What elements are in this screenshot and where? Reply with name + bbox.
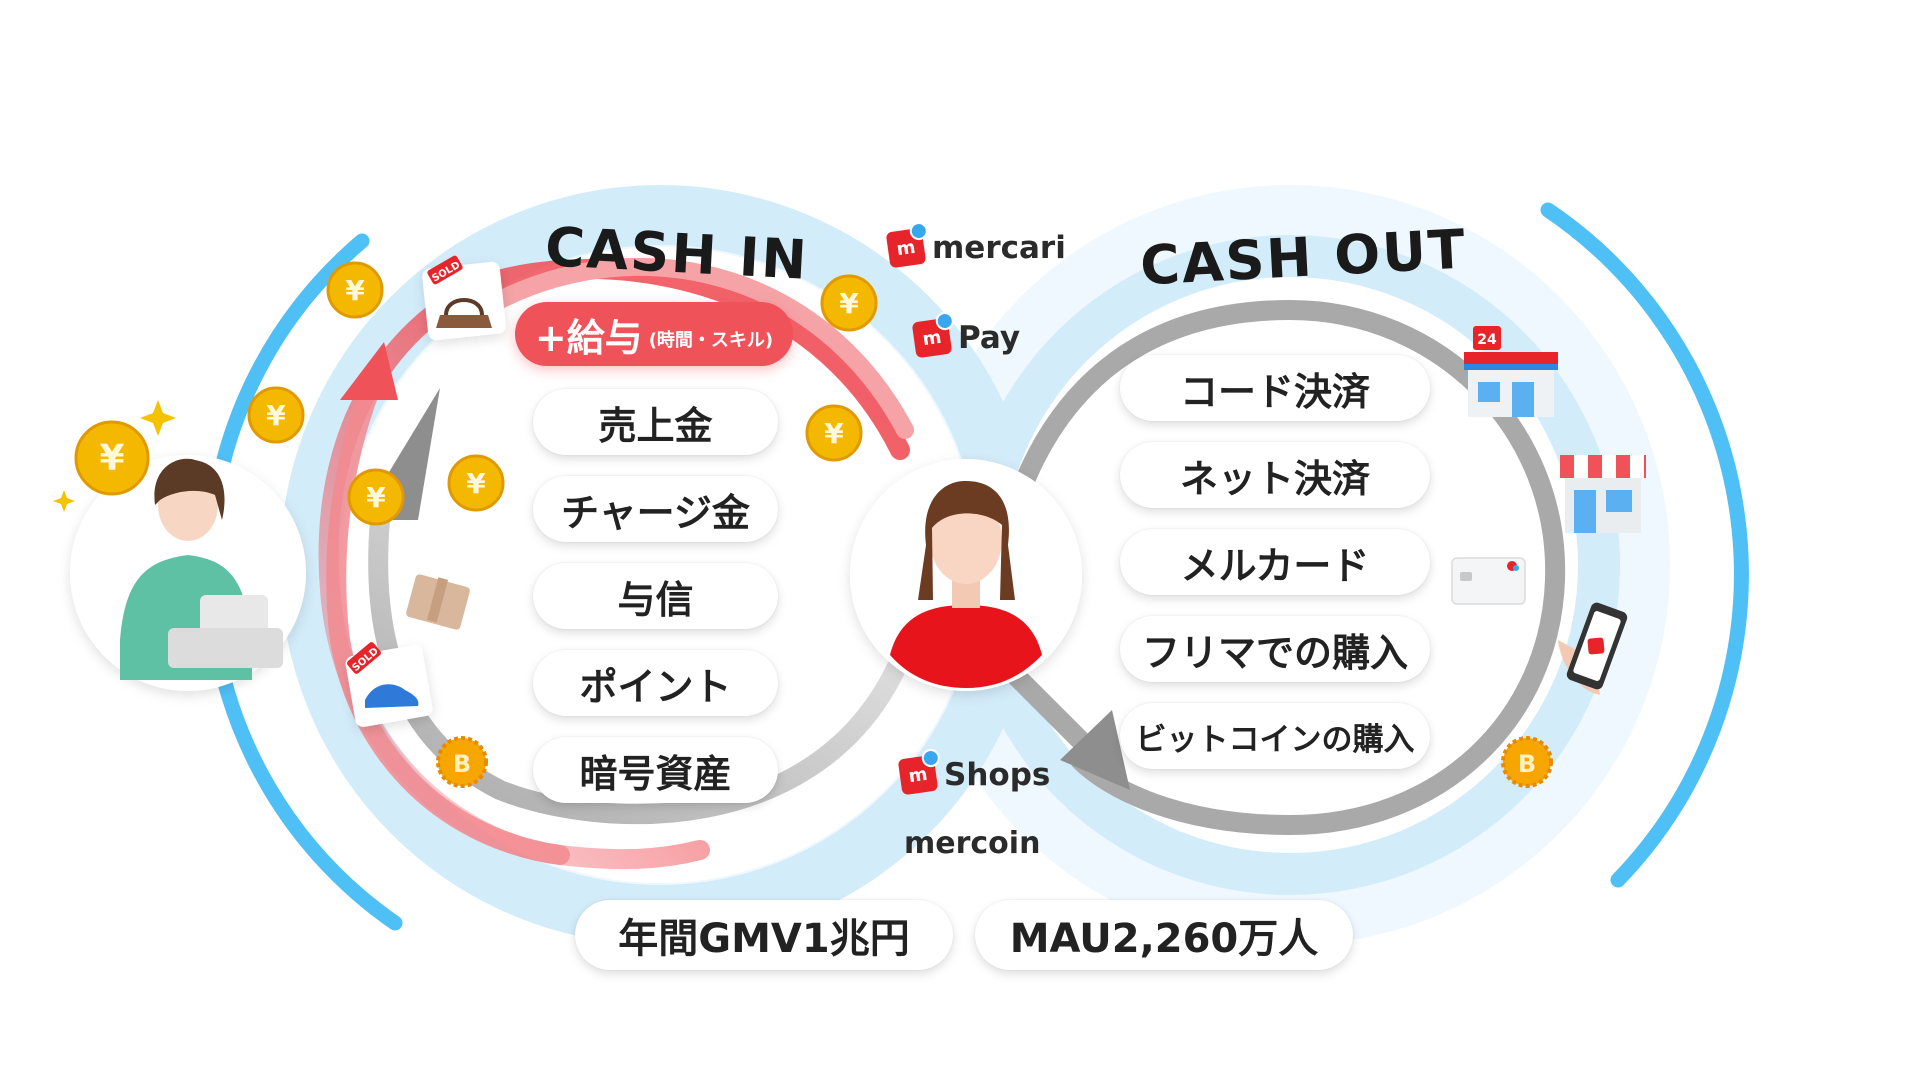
sparkle-icon bbox=[140, 400, 176, 436]
mercari-logo-icon: m bbox=[885, 227, 927, 269]
cash-out-item-code-payment: コード決済 bbox=[1120, 355, 1430, 421]
svg-text:¥: ¥ bbox=[366, 481, 386, 514]
cash-out-gray-loop bbox=[990, 299, 1566, 836]
salary-sublabel: (時間・スキル) bbox=[648, 330, 774, 351]
merpay-brand-label: Pay bbox=[958, 320, 1021, 356]
cash-in-gray-loop bbox=[368, 510, 910, 825]
coin-icons: ¥ ¥ ¥ ¥ ¥ ¥ ¥ B B bbox=[74, 261, 1553, 788]
svg-text:¥: ¥ bbox=[345, 274, 365, 307]
mercoin-brand: mercoin bbox=[904, 826, 1041, 861]
sparkle-icon bbox=[53, 490, 75, 512]
svg-text:¥: ¥ bbox=[99, 438, 124, 479]
mercari-shops-brand: m Shops bbox=[897, 754, 1051, 796]
yen-coin-icon: ¥ bbox=[347, 468, 405, 526]
cash-in-red-top bbox=[491, 257, 914, 439]
cash-out-item-mercard: メルカード bbox=[1120, 529, 1430, 595]
bitcoin-coin-icon: B bbox=[436, 736, 488, 788]
merpay-logo-icon: m bbox=[911, 317, 953, 359]
storefront-icon bbox=[1560, 455, 1646, 533]
yen-coin-icon: ¥ bbox=[326, 261, 384, 319]
svg-text:B: B bbox=[1518, 750, 1536, 778]
yen-coin-icon: ¥ bbox=[247, 386, 305, 444]
cash-out-gray-arrowhead bbox=[1060, 710, 1130, 790]
svg-text:24: 24 bbox=[1477, 332, 1497, 348]
sparkle-icons bbox=[53, 400, 176, 512]
phone-in-hand-icon bbox=[1558, 602, 1628, 695]
package-icon bbox=[406, 574, 470, 630]
cash-in-item-crypto: 暗号資産 bbox=[533, 737, 778, 803]
merpay-brand: m Pay bbox=[911, 317, 1021, 359]
user-figure bbox=[890, 480, 1042, 688]
cash-in-red-arm bbox=[326, 380, 570, 865]
mau-stat: MAU2,260万人 bbox=[975, 900, 1353, 970]
shops-logo-icon: m bbox=[897, 754, 939, 796]
sold-bag-icon: SOLD bbox=[422, 255, 506, 341]
svg-text:B: B bbox=[453, 750, 471, 778]
cash-in-item-credit: 与信 bbox=[533, 563, 778, 629]
svg-text:¥: ¥ bbox=[839, 287, 859, 320]
cash-out-item-online-payment: ネット決済 bbox=[1120, 442, 1430, 508]
cash-in-item-charge: チャージ金 bbox=[533, 476, 778, 542]
cash-out-item-marketplace-purchase: フリマでの購入 bbox=[1120, 616, 1430, 682]
convenience-store-icon: 24 bbox=[1464, 326, 1558, 417]
bitcoin-coin-icon: B bbox=[1501, 736, 1553, 788]
credit-card-icon bbox=[1451, 557, 1526, 605]
yen-coin-icon: ¥ bbox=[447, 454, 505, 512]
yen-coin-icon: ¥ bbox=[74, 420, 150, 496]
cash-in-item-points: ポイント bbox=[533, 650, 778, 716]
cash-out-item-bitcoin-purchase: ビットコインの購入 bbox=[1120, 703, 1430, 769]
mercari-brand: m mercari bbox=[885, 227, 1066, 269]
salary-label: +給与 bbox=[534, 315, 643, 360]
mercari-brand-label: mercari bbox=[932, 230, 1066, 266]
cash-in-item-sales: 売上金 bbox=[533, 389, 778, 455]
svg-text:¥: ¥ bbox=[824, 417, 844, 450]
right-outer-arc bbox=[1540, 202, 1749, 888]
shops-brand-label: Shops bbox=[944, 757, 1051, 793]
annual-gmv-stat: 年間GMV1兆円 bbox=[575, 900, 953, 970]
sold-shoe-icon: SOLD bbox=[345, 642, 433, 727]
yen-coin-icon: ¥ bbox=[820, 274, 878, 332]
yen-coin-icon: ¥ bbox=[805, 404, 863, 462]
svg-text:¥: ¥ bbox=[266, 399, 286, 432]
seller-figure bbox=[120, 458, 283, 680]
cash-in-salary-pill: +給与 (時間・スキル) bbox=[515, 302, 793, 366]
svg-text:¥: ¥ bbox=[466, 467, 486, 500]
cash-in-red-arrowhead bbox=[340, 342, 398, 400]
